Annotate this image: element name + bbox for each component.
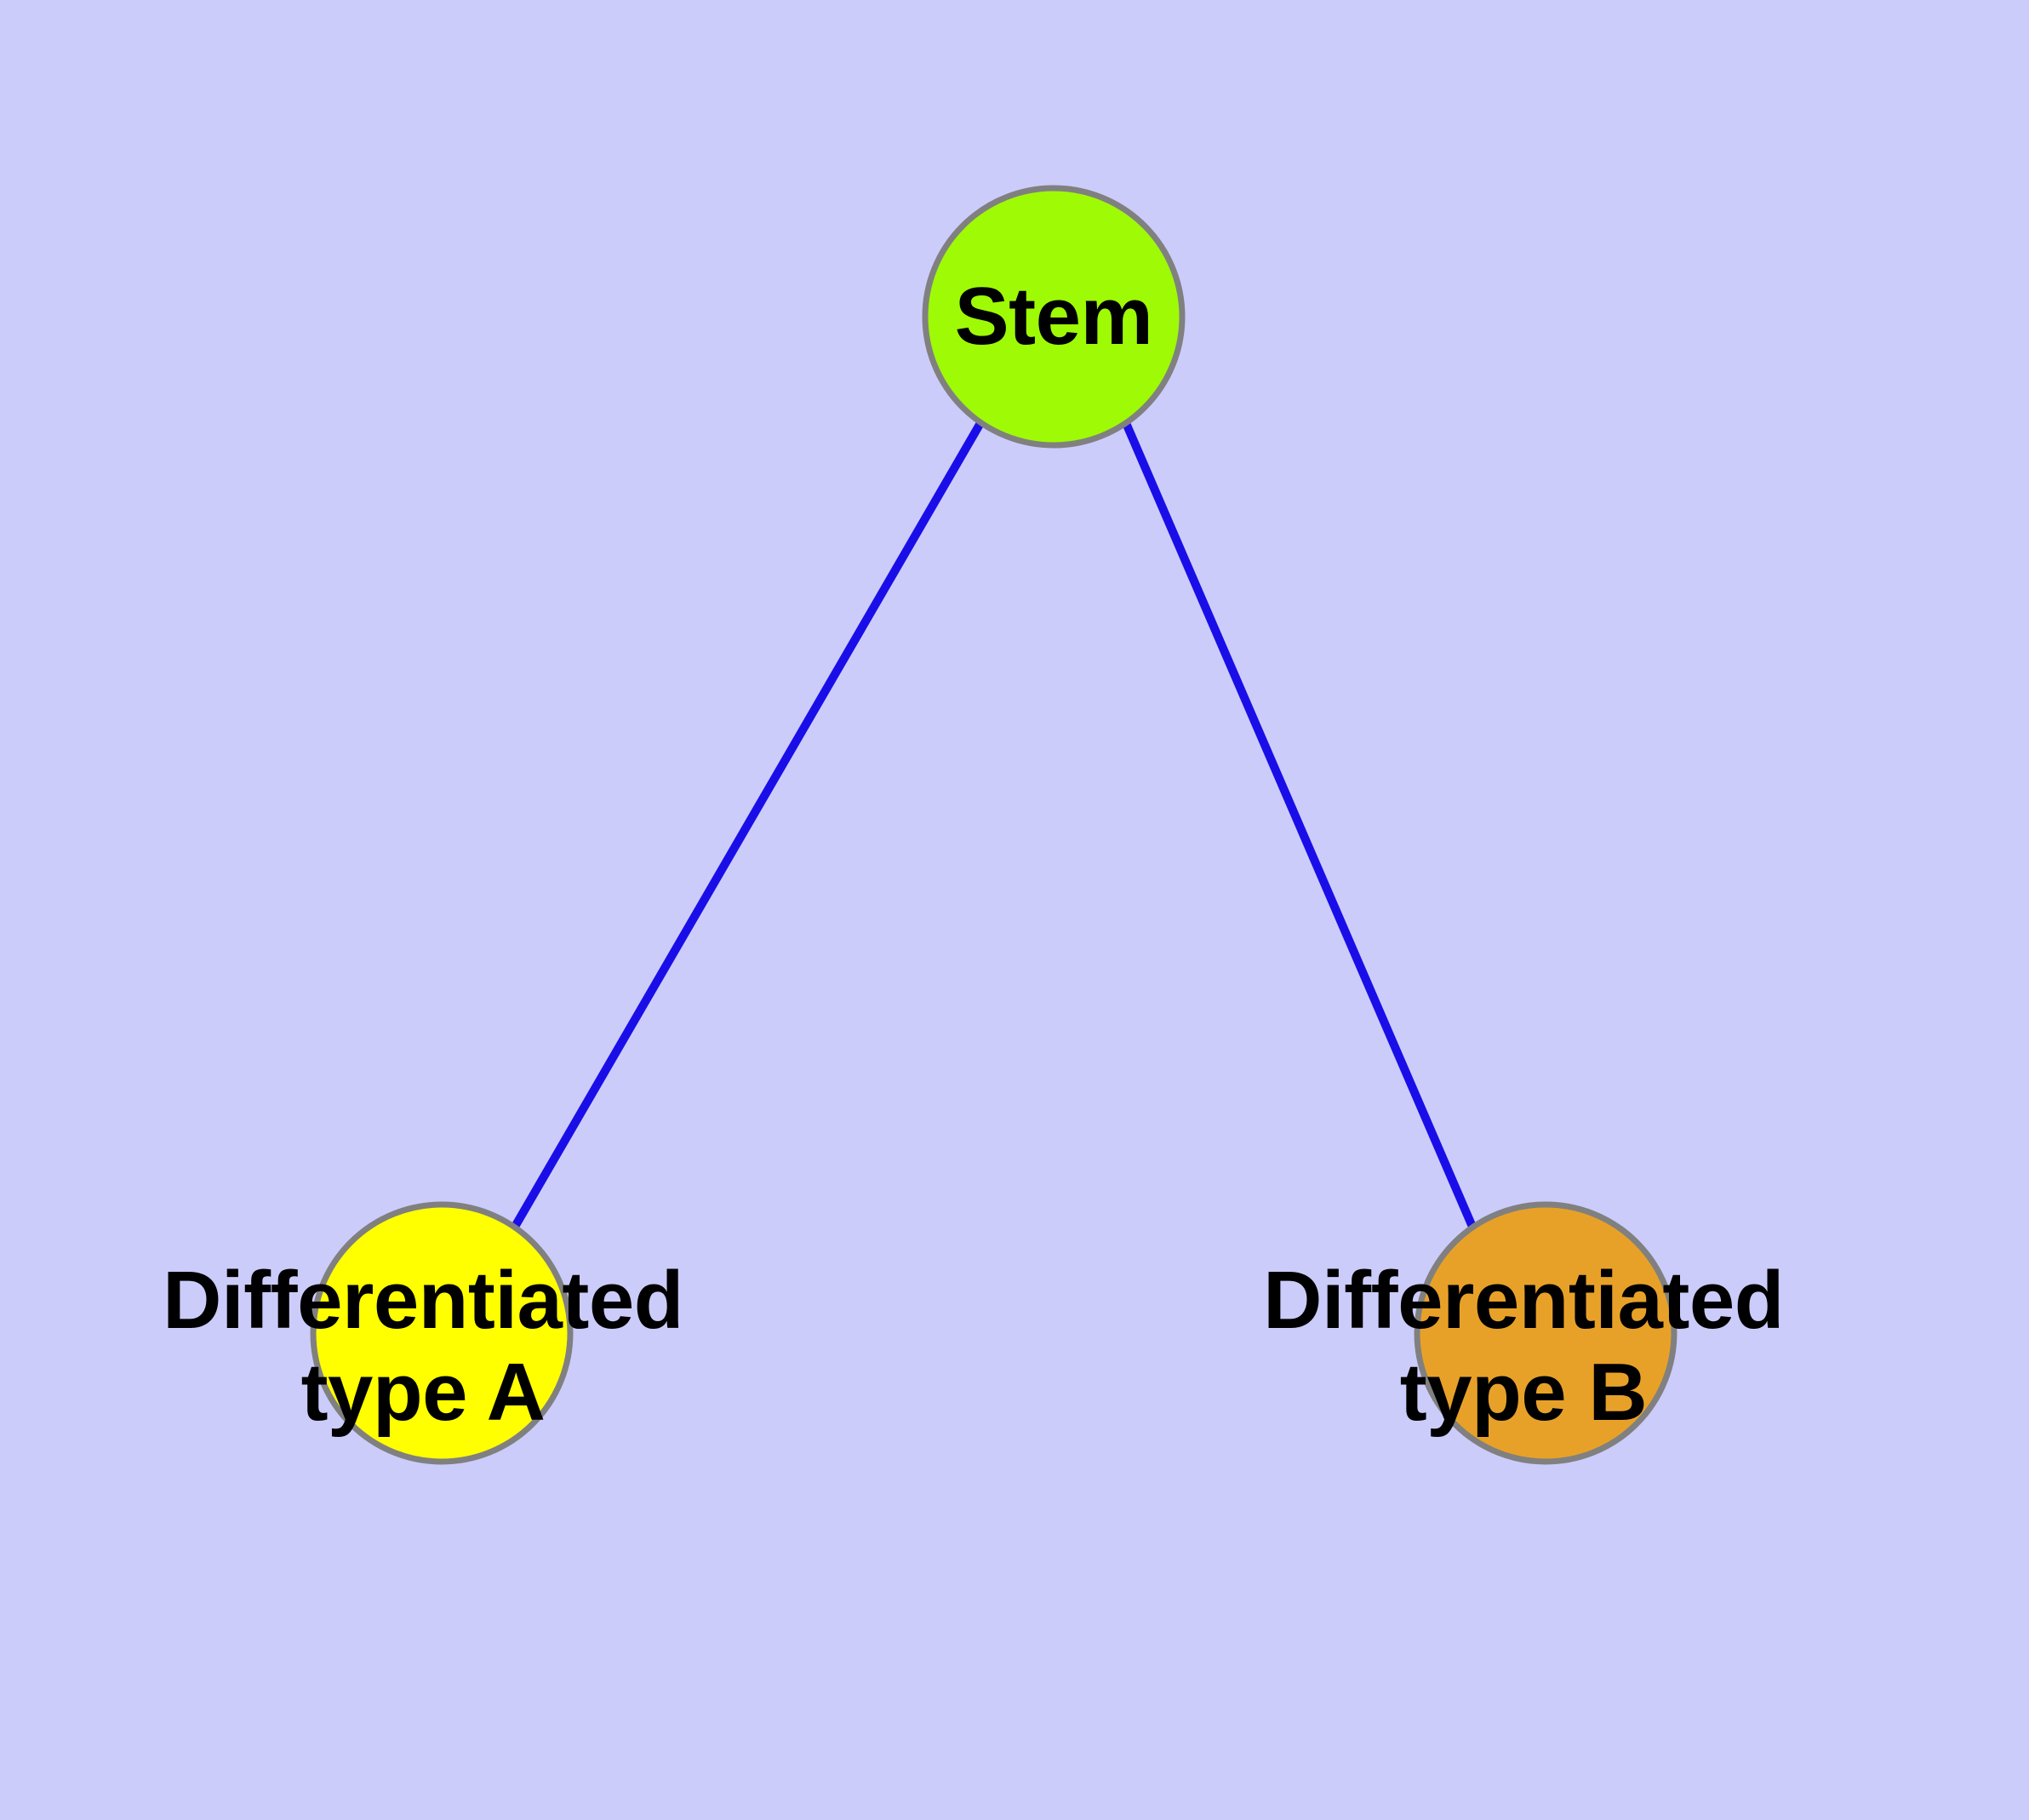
edge-stem-to-type-b — [1122, 421, 1477, 1228]
node-differentiated-type-b[interactable] — [1414, 1201, 1677, 1465]
edges-group — [511, 421, 1477, 1229]
edge-stem-to-type-a — [511, 421, 985, 1229]
nodes-group — [310, 185, 1677, 1465]
node-stem[interactable] — [922, 185, 1186, 449]
node-differentiated-type-a[interactable] — [310, 1201, 574, 1465]
